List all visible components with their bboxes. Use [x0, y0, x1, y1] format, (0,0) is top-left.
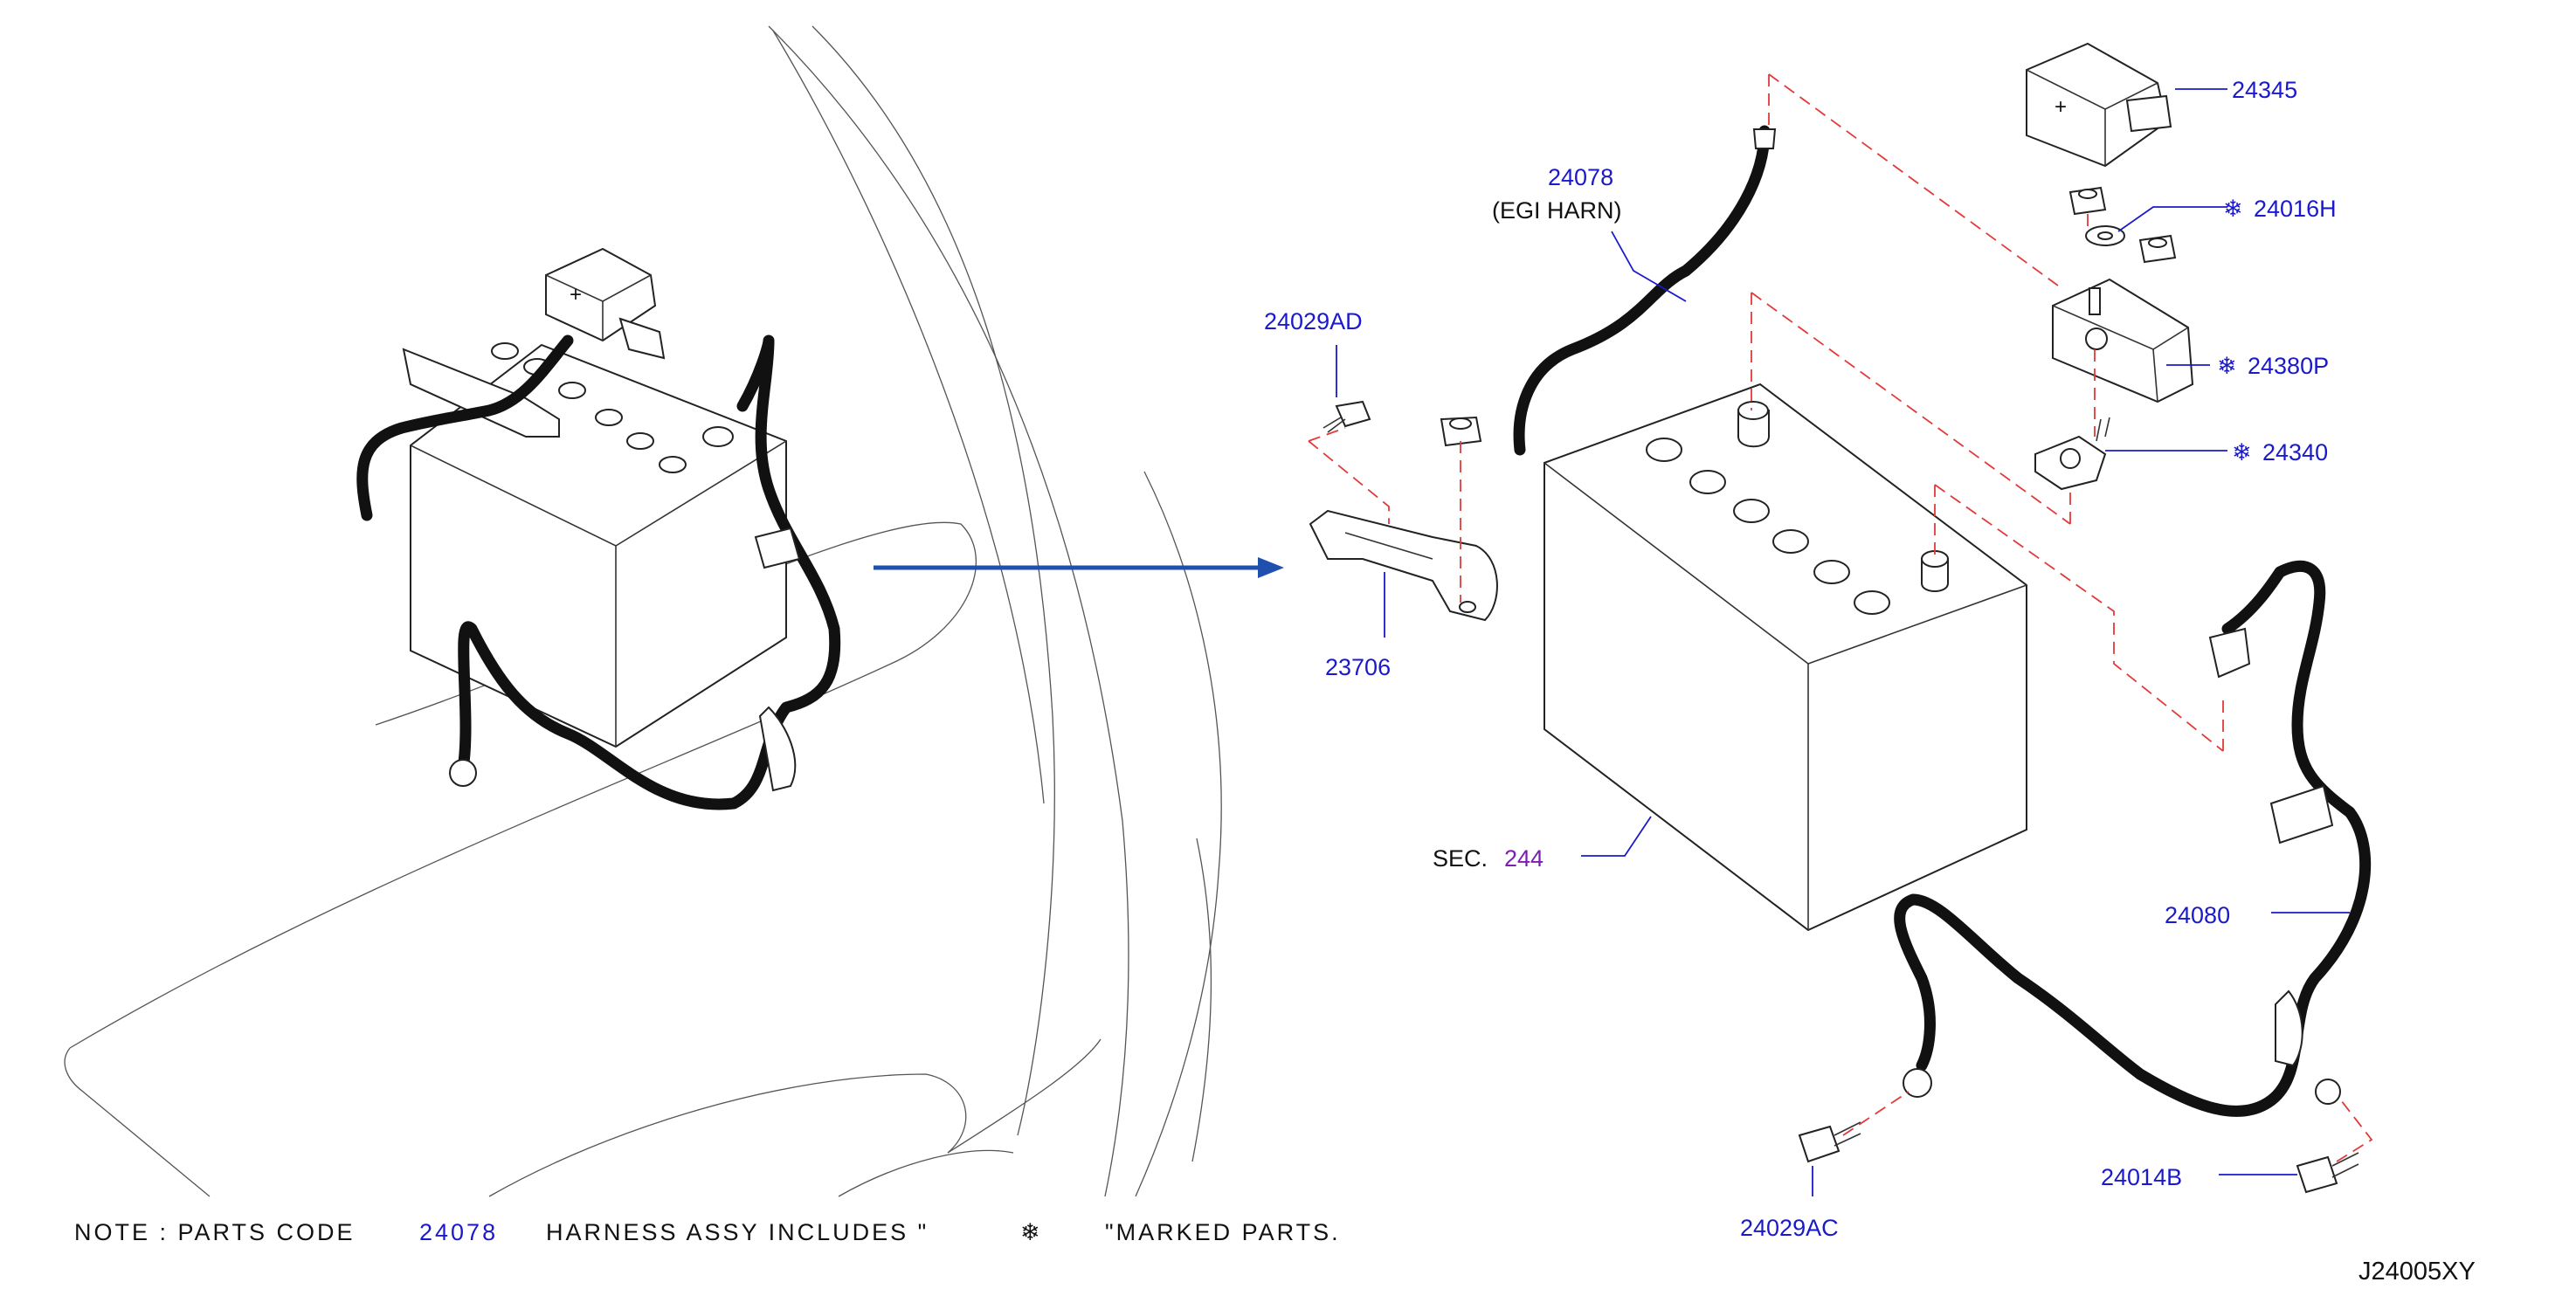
vehicle-outline: [64, 25, 1222, 1197]
battery: [1544, 383, 2027, 932]
note-text-middle: HARNESS ASSY INCLUDES ": [546, 1219, 929, 1245]
note-text-tail: "MARKED PARTS.: [1105, 1219, 1341, 1245]
fusible-link-24380p: [2052, 278, 2194, 403]
part-label-24080[interactable]: 24080: [2165, 902, 2230, 928]
svg-text:+: +: [570, 283, 582, 307]
bolt-24029ad: [1323, 400, 1371, 433]
part-label-24345[interactable]: 24345: [2232, 77, 2297, 103]
nut-upper: [1440, 416, 1482, 447]
part-label-24029ac[interactable]: 24029AC: [1740, 1215, 1839, 1241]
part-label-24380p[interactable]: 24380P: [2248, 353, 2329, 379]
svg-text:+: +: [2055, 95, 2067, 119]
note-part-code[interactable]: 24078: [419, 1219, 498, 1245]
battery-installed-small: +: [356, 247, 841, 810]
terminal-cover-24345: +: [2026, 42, 2172, 168]
note-text-lead: NOTE : PARTS CODE: [74, 1219, 356, 1245]
leader-lines: [1336, 88, 2350, 1196]
bolt-24014b: [2296, 1152, 2359, 1194]
mark-symbol-24016h: ❄: [2223, 196, 2243, 222]
terminal-nut-left: [2068, 186, 2107, 216]
part-label-24078-subtitle: (EGI HARN): [1492, 197, 1622, 224]
note-mark-symbol: ❄: [1020, 1219, 1043, 1245]
part-label-24016h[interactable]: 24016H: [2254, 196, 2337, 222]
battery-cable-24080: [1894, 560, 2372, 1117]
terminal-nut-right: [2138, 234, 2177, 264]
part-label-24029ad[interactable]: 24029AD: [1264, 308, 1363, 334]
battery-frame-part: [1309, 509, 1498, 622]
section-reference-link[interactable]: 244: [1504, 845, 1544, 872]
bolt-24029ac: [1798, 1121, 1861, 1163]
section-reference-prefix: SEC.: [1433, 845, 1488, 872]
egi-harness-cable: [1513, 125, 1777, 456]
part-label-24014b[interactable]: 24014B: [2101, 1164, 2182, 1190]
diagram-id: J24005XY: [2358, 1258, 2476, 1286]
mark-symbol-24380p: ❄: [2217, 353, 2237, 379]
washer-24016h: [2085, 225, 2125, 246]
part-label-23706[interactable]: 23706: [1325, 654, 1391, 680]
phantom-lines: [1308, 73, 2373, 1162]
part-label-24078[interactable]: 24078: [1548, 164, 1613, 190]
view-reference-arrow: [874, 557, 1284, 578]
part-label-24340[interactable]: 24340: [2262, 439, 2328, 465]
terminal-clamp-24340: [2034, 417, 2110, 491]
mark-symbol-24340: ❄: [2232, 439, 2252, 465]
